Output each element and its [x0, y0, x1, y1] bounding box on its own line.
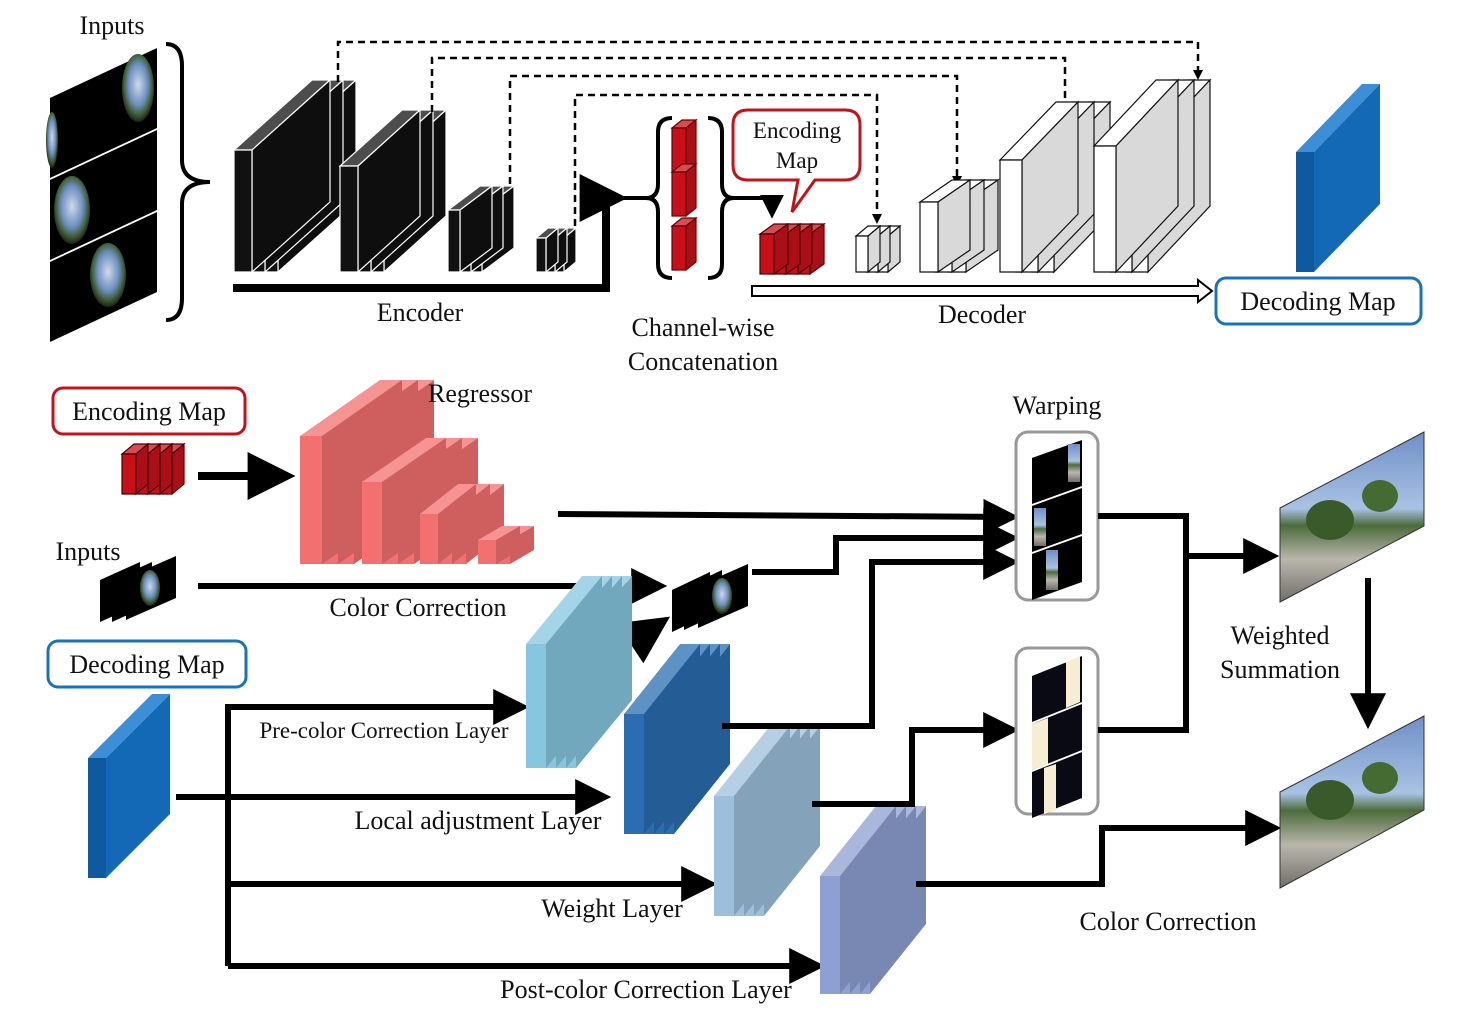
pre-color-correction-blocks [526, 576, 632, 768]
warping-merge-arrows [1098, 513, 1280, 733]
encoding-map-callout-bubble [731, 108, 862, 213]
decoding-distribution-arrows [176, 689, 826, 984]
concatenation-label: Concatenation [628, 347, 778, 376]
color-correction-right-label: Color Correction [1080, 907, 1257, 936]
encoding-map-bottom-box [51, 386, 247, 436]
precolor-to-corrected-arrow [616, 616, 670, 664]
encoder-label: Encoder [377, 298, 464, 327]
decoding-map-top-box [1214, 276, 1423, 326]
output-panorama-top [1279, 431, 1425, 603]
decoder-blocks [854, 78, 1212, 274]
decoder-hollow-arrow [751, 277, 1214, 305]
encoding-callout-line1: Encoding [753, 118, 842, 143]
decoding-map-bottom-box [46, 639, 248, 689]
encoder-blocks [232, 78, 578, 274]
local-adjustment-blocks [624, 644, 730, 834]
inputs-top-label: Inputs [80, 11, 145, 40]
encoding-map-cube-bottom [120, 442, 186, 496]
corrected-to-warping-arrows [752, 520, 1020, 575]
decoding-map-top-label: Decoding Map [1240, 287, 1395, 316]
warped-images [1032, 440, 1082, 600]
inputs-brace [165, 42, 211, 322]
layer-output-arrows [722, 544, 1282, 887]
concat-brace-group [618, 116, 784, 280]
warping-label: Warping [1013, 391, 1102, 420]
weight-layer-blocks [714, 726, 820, 916]
pre-color-layer-label: Pre-color Correction Layer [259, 718, 508, 743]
skip-connections [336, 40, 1203, 226]
local-adjustment-label: Local adjustment Layer [355, 806, 602, 835]
regressor-to-warping-arrow [557, 498, 1020, 535]
concat-red-cubes [670, 118, 698, 272]
weighted-label: Weighted [1231, 621, 1330, 650]
encoding-callout-line2: Map [776, 148, 818, 173]
top-input-images [46, 48, 157, 342]
encoding-map-bottom-label: Encoding Map [72, 397, 226, 426]
summation-label: Summation [1220, 655, 1340, 684]
post-color-correction-blocks [820, 806, 926, 994]
encoding-map-cube-top [758, 222, 826, 276]
output-panorama-bottom [1279, 715, 1425, 889]
encoder-to-concat-arrow [233, 174, 628, 292]
regressor-label: Regressor [428, 379, 532, 408]
weight-map-images [1032, 656, 1082, 818]
color-correction-mid-label: Color Correction [330, 593, 507, 622]
decoding-map-bottom-label: Decoding Map [69, 650, 224, 679]
decoding-map-top-block [1296, 84, 1380, 272]
channel-wise-label: Channel-wise [632, 313, 775, 342]
decoder-label: Decoder [938, 300, 1026, 329]
regressor-blocks [300, 380, 534, 564]
corrected-input-images [672, 564, 748, 632]
inputs-bottom-images [100, 556, 176, 622]
inputs-bottom-label: Inputs [56, 537, 121, 566]
decoding-map-bottom-block [88, 694, 170, 878]
weight-layer-label: Weight Layer [541, 894, 683, 923]
post-color-layer-label: Post-color Correction Layer [500, 975, 792, 1004]
